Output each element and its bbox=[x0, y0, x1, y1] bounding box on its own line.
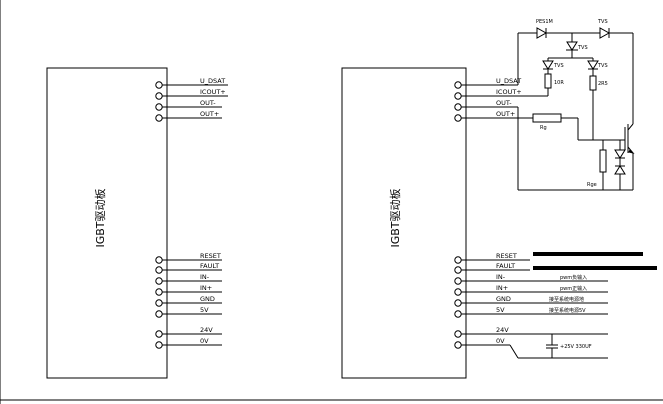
left-pin-in-plus: IN+ bbox=[155, 284, 222, 296]
right-pin-label-24v: 24V bbox=[496, 326, 509, 334]
left-pin-in-minus: IN- bbox=[155, 273, 222, 285]
left-board-box bbox=[46, 67, 168, 379]
left-pin-fault: FAULT bbox=[155, 262, 222, 274]
right-pin-u-dsat: U_DSAT bbox=[454, 77, 521, 89]
right-pin-label-in-plus: IN+ bbox=[496, 284, 508, 292]
left-pin-label-u-dsat: U_DSAT bbox=[200, 77, 225, 85]
left-pin-reset: RESET bbox=[155, 252, 222, 264]
right-pin-label-0v: 0V bbox=[496, 337, 505, 345]
right-pin-label-fault: FAULT bbox=[496, 262, 515, 270]
capacitor-label: +25V 330UF bbox=[560, 344, 592, 350]
right-pin-out-minus: OUT- bbox=[454, 99, 518, 111]
left-pin-label-in-minus: IN- bbox=[200, 273, 210, 281]
left-top-pins: U_DSAT ICOUT+ OUT- OUT+ bbox=[155, 77, 228, 122]
right-pin-in-minus: IN- bbox=[454, 273, 608, 285]
right-pin-5v: 5V bbox=[454, 306, 608, 318]
right-pin-label-icout: ICOUT+ bbox=[496, 88, 522, 96]
annotation-5v: 接至系统电源5V bbox=[549, 307, 586, 314]
left-pin-label-5v: 5V bbox=[200, 306, 209, 314]
right-pin-fault: FAULT bbox=[454, 262, 530, 274]
right-pin-out-plus: OUT+ bbox=[454, 110, 533, 122]
right-pin-label-reset: RESET bbox=[496, 252, 517, 260]
right-pin-label-in-minus: IN- bbox=[496, 273, 506, 281]
annotation-in-minus: pwm负输入 bbox=[560, 274, 587, 281]
left-bottom-pins: RESET FAULT IN- IN+ GND bbox=[155, 252, 222, 349]
left-pin-label-0v: 0V bbox=[200, 337, 209, 345]
reset-signal-bar bbox=[533, 252, 643, 256]
right-bottom-pins: RESET FAULT IN- IN+ GND bbox=[454, 252, 608, 349]
left-pin-icout: ICOUT+ bbox=[155, 88, 228, 100]
right-pin-label-out-minus: OUT- bbox=[496, 99, 512, 107]
left-pin-out-plus: OUT+ bbox=[155, 110, 222, 122]
right-driver-board: IGBT驱动板 U_DSAT ICOUT+ OUT- OUT+ bbox=[341, 19, 657, 379]
left-pin-label-24v: 24V bbox=[200, 326, 213, 334]
right-top-pins: U_DSAT ICOUT+ OUT- OUT+ bbox=[454, 77, 548, 122]
right-pin-label-gnd: GND bbox=[496, 295, 511, 303]
label-resistor-2r5: 2R5 bbox=[598, 81, 608, 87]
left-pin-0v: 0V bbox=[155, 337, 222, 349]
right-pin-gnd: GND bbox=[454, 295, 608, 307]
left-pin-label-icout: ICOUT+ bbox=[200, 88, 226, 96]
label-pes1m: PES1M bbox=[536, 19, 553, 25]
left-pin-label-gnd: GND bbox=[200, 295, 215, 303]
label-rge: Rge bbox=[587, 182, 597, 188]
label-resistor-10r: 10R bbox=[554, 80, 564, 86]
left-pin-label-in-plus: IN+ bbox=[200, 284, 212, 292]
left-pin-24v: 24V bbox=[155, 326, 222, 338]
right-pin-label-out-plus: OUT+ bbox=[496, 110, 515, 118]
left-pin-u-dsat: U_DSAT bbox=[155, 77, 228, 89]
left-driver-board: IGBT驱动板 U_DSAT ICOUT+ OUT- OUT+ bbox=[46, 67, 228, 379]
left-board-label: IGBT驱动板 bbox=[93, 188, 107, 247]
right-pin-reset: RESET bbox=[454, 252, 530, 264]
left-pin-5v: 5V bbox=[155, 306, 222, 318]
fault-signal-bar bbox=[533, 266, 657, 270]
label-tvs-vertical: TVS bbox=[577, 45, 588, 51]
right-pin-icout: ICOUT+ bbox=[454, 88, 548, 100]
left-pin-label-out-plus: OUT+ bbox=[200, 110, 219, 118]
igbt-peripheral-circuit bbox=[517, 27, 635, 191]
right-board-label: IGBT驱动板 bbox=[388, 188, 402, 247]
annotation-gnd: 接至系统电源地 bbox=[549, 296, 584, 303]
right-pin-label-5v: 5V bbox=[496, 306, 505, 314]
right-pin-24v: 24V bbox=[454, 326, 608, 338]
left-pin-gnd: GND bbox=[155, 295, 222, 307]
label-tvs-top: TVS bbox=[597, 19, 608, 25]
left-pin-label-fault: FAULT bbox=[200, 262, 219, 270]
supply-capacitor bbox=[509, 334, 608, 359]
right-pin-label-u-dsat: U_DSAT bbox=[496, 77, 521, 85]
left-pin-label-out-minus: OUT- bbox=[200, 99, 216, 107]
right-pin-0v: 0V bbox=[454, 337, 510, 349]
label-rg: Rg bbox=[540, 125, 547, 131]
label-tvs-left: TVS bbox=[553, 63, 564, 69]
label-tvs-right: TVS bbox=[597, 63, 608, 69]
right-pin-in-plus: IN+ bbox=[454, 284, 608, 296]
left-pin-out-minus: OUT- bbox=[155, 99, 222, 111]
annotation-in-plus: pwm正输入 bbox=[560, 285, 587, 292]
left-pin-label-reset: RESET bbox=[200, 252, 221, 260]
right-board-box bbox=[341, 67, 467, 379]
